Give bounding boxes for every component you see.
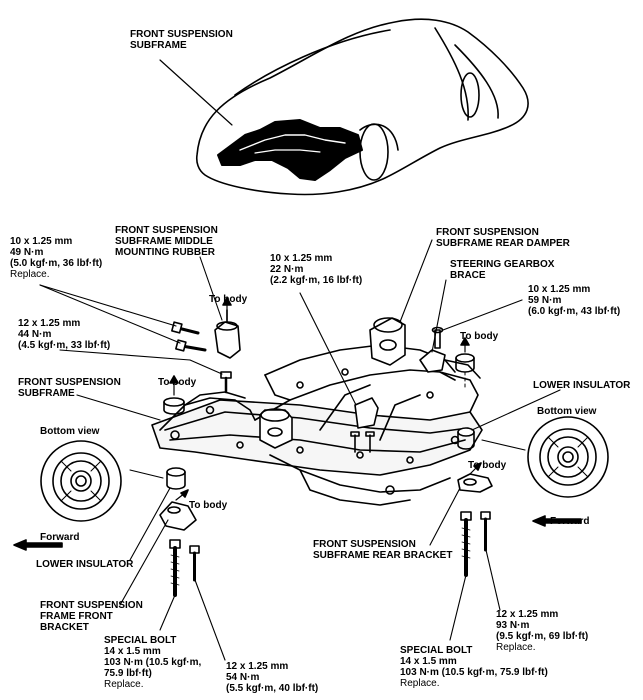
left-lower-insulator — [166, 467, 186, 490]
spec-line: (5.5 kgf·m, 40 lbf·ft) — [226, 683, 319, 694]
forward-arrow-left-icon — [13, 539, 63, 551]
label-bottom-view-left: Bottom view — [40, 426, 100, 437]
spec-line: 10 x 1.25 mm — [10, 236, 73, 247]
spec-line: 59 N·m — [528, 295, 562, 306]
spec-line: Replace. — [104, 679, 144, 690]
label-line: SUBFRAME REAR DAMPER — [436, 238, 570, 249]
spec-line: 12 x 1.25 mm — [226, 661, 289, 672]
label-to-body-4: To body — [189, 500, 228, 511]
right-bracket-bolt — [480, 511, 491, 552]
left-front-bracket — [159, 501, 197, 531]
label-to-body-3: To body — [460, 331, 499, 342]
label-to-body-2: To body — [158, 377, 197, 388]
label-line: SUBFRAME — [130, 40, 187, 51]
label-frame-front-bracket: FRONT SUSPENSION FRAME FRONT BRACKET — [40, 600, 143, 633]
label-forward-right: Forward — [550, 516, 590, 527]
spec-line: 54 N·m — [226, 672, 260, 683]
spec-line: 75.9 lbf·ft) — [104, 668, 152, 679]
rear-damper — [369, 317, 406, 366]
spec-middle-bolt-low: 12 x 1.25 mm 44 N·m (4.5 kgf·m, 33 lbf·f… — [18, 318, 110, 351]
right-rear-bracket — [457, 473, 493, 493]
spec-line: (4.5 kgf·m, 33 lbf·ft) — [18, 340, 111, 351]
spec-line: 12 x 1.25 mm — [18, 318, 81, 329]
label-gearbox-brace: STEERING GEARBOX BRACE — [450, 259, 554, 281]
label-line: FRAME FRONT — [40, 611, 113, 622]
spec-line: Replace. — [10, 269, 50, 280]
side-brackets — [350, 397, 379, 453]
label-rear-damper: FRONT SUSPENSION SUBFRAME REAR DAMPER — [436, 227, 570, 249]
spec-line: (2.2 kgf·m, 16 lbf·ft) — [270, 275, 363, 286]
left-bracket-bolt — [189, 545, 200, 582]
label-middle-rubber: FRONT SUSPENSION SUBFRAME MIDDLE MOUNTIN… — [115, 225, 218, 258]
label-line: BRACE — [450, 270, 486, 281]
subframe-main — [151, 344, 483, 506]
spec-line: (5.0 kgf·m, 36 lbf·ft) — [10, 258, 103, 269]
label-bottom-view-right: Bottom view — [537, 406, 597, 417]
spec-line: (9.5 kgf·m, 69 lbf·ft) — [496, 631, 589, 642]
spec-line: 14 x 1.5 mm — [104, 646, 161, 657]
label-line: FRONT SUSPENSION — [115, 225, 218, 236]
label-subframe-top: FRONT SUSPENSION SUBFRAME — [130, 29, 233, 51]
spec-line: 103 N·m (10.5 kgf·m, — [104, 657, 202, 668]
spec-line: 14 x 1.5 mm — [400, 656, 457, 667]
spec-line: 103 N·m (10.5 kgf·m, 75.9 lbf·ft) — [400, 667, 548, 678]
to-body-arrows — [169, 297, 482, 501]
label-line: SUBFRAME MIDDLE — [115, 236, 213, 247]
label-line: MOUNTING RUBBER — [115, 247, 215, 258]
label-rear-bracket: FRONT SUSPENSION SUBFRAME REAR BRACKET — [313, 539, 452, 561]
spec-line: SPECIAL BOLT — [104, 635, 177, 646]
label-line: FRONT SUSPENSION — [18, 377, 121, 388]
spec-damper-bolt: 10 x 1.25 mm 22 N·m (2.2 kgf·m, 16 lbf·f… — [270, 253, 362, 286]
middle-mounting-rubber — [214, 309, 241, 359]
spec-line: SPECIAL BOLT — [400, 645, 473, 656]
label-to-body-1: To body — [209, 294, 248, 305]
right-lower-insulator — [457, 427, 475, 450]
bottom-view-left — [40, 440, 122, 522]
label-line: FRONT SUSPENSION — [130, 29, 233, 40]
right-upper-insulator — [455, 353, 475, 391]
spec-line: Replace. — [400, 678, 440, 689]
spec-line: 10 x 1.25 mm — [528, 284, 591, 295]
car-outline — [195, 18, 529, 196]
spec-line: Replace. — [496, 642, 536, 653]
spec-rear-bracket-bolt: 12 x 1.25 mm 93 N·m (9.5 kgf·m, 69 lbf·f… — [496, 609, 588, 653]
label-forward-left: Forward — [40, 532, 80, 543]
right-special-bolt — [460, 511, 472, 577]
car-subframe — [217, 119, 363, 181]
spec-line: 44 N·m — [18, 329, 52, 340]
leader-lines — [39, 239, 561, 661]
front-damper — [259, 408, 293, 449]
spec-brace-bolt: 10 x 1.25 mm 59 N·m (6.0 kgf·m, 43 lbf·f… — [528, 284, 620, 317]
label-lower-insulator-right: LOWER INSULATOR — [533, 380, 631, 391]
forward-arrow-right-icon — [532, 515, 582, 527]
left-upper-insulator — [163, 397, 185, 415]
spec-line: (6.0 kgf·m, 43 lbf·ft) — [528, 306, 621, 317]
left-special-bolt — [169, 539, 181, 597]
spec-special-bolt-right: SPECIAL BOLT 14 x 1.5 mm 103 N·m (10.5 k… — [400, 645, 548, 689]
spec-line: 22 N·m — [270, 264, 304, 275]
label-line: SUBFRAME — [18, 388, 75, 399]
label-line: FRONT SUSPENSION — [40, 600, 143, 611]
label-lower-insulator-left: LOWER INSULATOR — [36, 559, 134, 570]
label-line: BRACKET — [40, 622, 89, 633]
spec-special-bolt-left: SPECIAL BOLT 14 x 1.5 mm 103 N·m (10.5 k… — [104, 635, 201, 690]
label-line: FRONT SUSPENSION — [436, 227, 539, 238]
label-to-body-5: To body — [468, 460, 507, 471]
spec-line: 12 x 1.25 mm — [496, 609, 559, 620]
label-line: SUBFRAME REAR BRACKET — [313, 550, 453, 561]
spec-line: 49 N·m — [10, 247, 44, 258]
label-line: STEERING GEARBOX — [450, 259, 555, 270]
label-line: FRONT SUSPENSION — [313, 539, 416, 550]
bottom-view-right — [527, 416, 609, 498]
spec-front-bracket-bolt: 12 x 1.25 mm 54 N·m (5.5 kgf·m, 40 lbf·f… — [226, 661, 318, 694]
spec-line: 93 N·m — [496, 620, 530, 631]
spec-line: 10 x 1.25 mm — [270, 253, 333, 264]
label-subframe-left: FRONT SUSPENSION SUBFRAME — [18, 377, 121, 399]
spec-middle-bolt-top: 10 x 1.25 mm 49 N·m (5.0 kgf·m, 36 lbf·f… — [10, 236, 102, 280]
